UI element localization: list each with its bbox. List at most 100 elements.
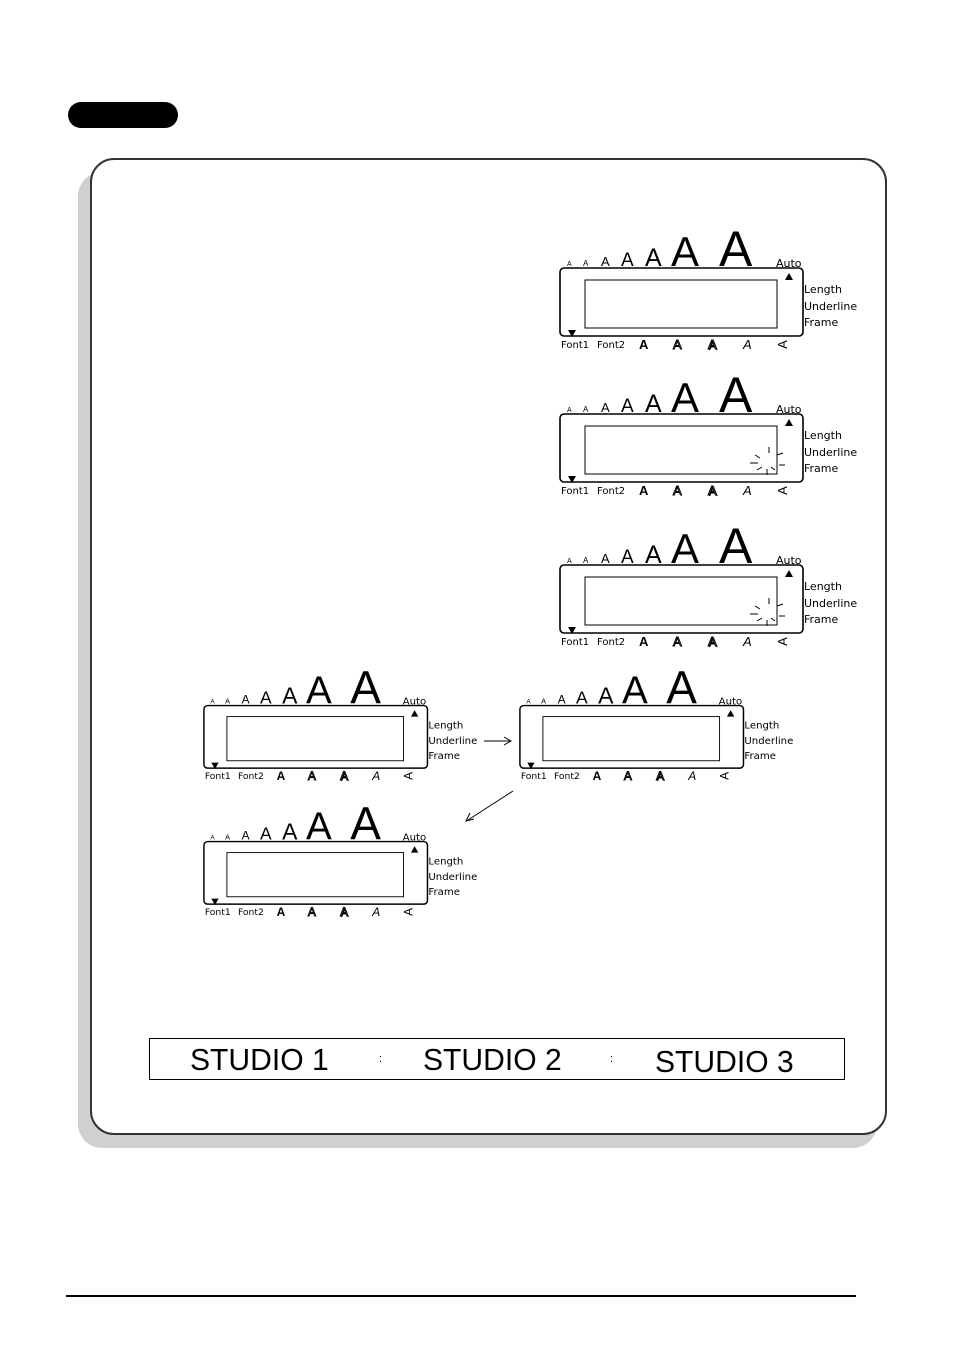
style-shadow-icon: A bbox=[708, 337, 718, 353]
style-bold-icon: A bbox=[639, 337, 649, 352]
side-label-underline: Underline bbox=[804, 445, 858, 459]
style-shadow-icon: A bbox=[340, 769, 349, 784]
size-glyph-5: A bbox=[282, 819, 298, 845]
style-bold-icon: A bbox=[276, 769, 286, 783]
side-label-frame: Frame bbox=[804, 316, 839, 329]
blinking-cursor-icon bbox=[750, 447, 785, 475]
side-label-length: Length bbox=[804, 283, 842, 296]
side-label-underline: Underline bbox=[428, 870, 478, 883]
size-glyph-2: A bbox=[583, 556, 589, 565]
size-glyph-3: A bbox=[601, 254, 610, 269]
font1-indicator: Font1 bbox=[561, 340, 590, 351]
style-shadow-icon: A bbox=[340, 905, 349, 920]
size-glyph-1: A bbox=[567, 407, 572, 414]
size-glyph-1: A bbox=[567, 261, 572, 268]
style-bold-icon: A bbox=[276, 905, 286, 919]
style-outline-icon: A bbox=[673, 483, 683, 499]
side-label-frame: Frame bbox=[428, 885, 460, 898]
font1-indicator: Font1 bbox=[561, 486, 590, 497]
size-glyph-2: A bbox=[541, 697, 546, 706]
style-italic-icon: A bbox=[372, 769, 381, 783]
style-bold-icon: A bbox=[592, 769, 602, 783]
size-glyph-6: A bbox=[671, 374, 699, 421]
style-italic-icon: A bbox=[743, 483, 752, 498]
size-glyph-6: A bbox=[671, 525, 699, 572]
style-italic-icon: A bbox=[743, 337, 752, 352]
style-bold-icon: A bbox=[639, 483, 649, 498]
side-label-underline: Underline bbox=[744, 734, 794, 747]
down-triangle-icon bbox=[568, 627, 576, 634]
section-tab-marker bbox=[68, 102, 178, 128]
style-shadow-icon: A bbox=[708, 483, 718, 499]
font2-indicator: Font2 bbox=[597, 637, 626, 648]
style-shadow-icon: A bbox=[656, 769, 665, 784]
size-glyph-4: A bbox=[260, 824, 272, 844]
side-label-length: Length bbox=[804, 429, 842, 442]
size-glyph-6: A bbox=[671, 228, 699, 275]
illustration-panel bbox=[90, 158, 887, 1135]
side-label-underline: Underline bbox=[804, 299, 858, 313]
style-outline-icon: A bbox=[623, 769, 632, 784]
blinking-cursor-icon bbox=[750, 598, 785, 626]
up-triangle-icon bbox=[726, 710, 735, 717]
size-glyph-3: A bbox=[601, 400, 610, 415]
size-glyph-2: A bbox=[225, 833, 230, 842]
font2-indicator: Font2 bbox=[237, 771, 264, 782]
size-glyph-4: A bbox=[260, 688, 272, 708]
auto-label: Auto bbox=[776, 554, 802, 567]
font1-indicator: Font1 bbox=[561, 637, 590, 648]
up-triangle-icon bbox=[410, 846, 419, 853]
size-glyph-3: A bbox=[601, 551, 610, 566]
size-glyph-1: A bbox=[210, 699, 215, 706]
size-glyph-5: A bbox=[282, 683, 298, 709]
style-outline-icon: A bbox=[673, 634, 683, 650]
size-glyph-4: A bbox=[621, 547, 634, 568]
side-label-frame: Frame bbox=[804, 462, 839, 475]
font2-indicator: Font2 bbox=[553, 771, 580, 782]
down-triangle-icon bbox=[568, 476, 576, 483]
size-glyph-1: A bbox=[526, 699, 531, 706]
font2-indicator: Font2 bbox=[237, 907, 264, 918]
up-triangle-icon bbox=[785, 570, 793, 577]
style-italic-icon: A bbox=[743, 634, 752, 649]
down-triangle-icon bbox=[527, 762, 535, 770]
size-glyph-4: A bbox=[621, 396, 634, 417]
size-glyph-1: A bbox=[567, 558, 572, 565]
style-bold-icon: A bbox=[639, 634, 649, 649]
auto-label: Auto bbox=[776, 257, 802, 270]
font2-indicator: Font2 bbox=[597, 340, 626, 351]
size-glyph-3: A bbox=[558, 693, 566, 707]
side-label-underline: Underline bbox=[804, 596, 858, 610]
style-outline-icon: A bbox=[307, 905, 316, 920]
side-label-frame: Frame bbox=[744, 749, 776, 762]
size-glyph-1: A bbox=[210, 835, 215, 842]
studio-3-text: STUDIO 3 bbox=[655, 1044, 794, 1079]
label-print-sample: STUDIO 1 : STUDIO 2 : STUDIO 3 bbox=[149, 1038, 845, 1080]
size-glyph-5: A bbox=[645, 541, 662, 569]
font1-indicator: Font1 bbox=[520, 771, 547, 782]
down-triangle-icon bbox=[568, 330, 576, 337]
font1-indicator: Font1 bbox=[204, 771, 231, 782]
down-triangle-icon bbox=[211, 898, 219, 906]
size-glyph-2: A bbox=[583, 405, 589, 414]
style-italic-icon: A bbox=[372, 905, 381, 919]
size-glyph-4: A bbox=[576, 688, 588, 708]
size-glyph-3: A bbox=[242, 693, 250, 707]
up-triangle-icon bbox=[785, 273, 793, 280]
side-label-frame: Frame bbox=[428, 749, 460, 762]
